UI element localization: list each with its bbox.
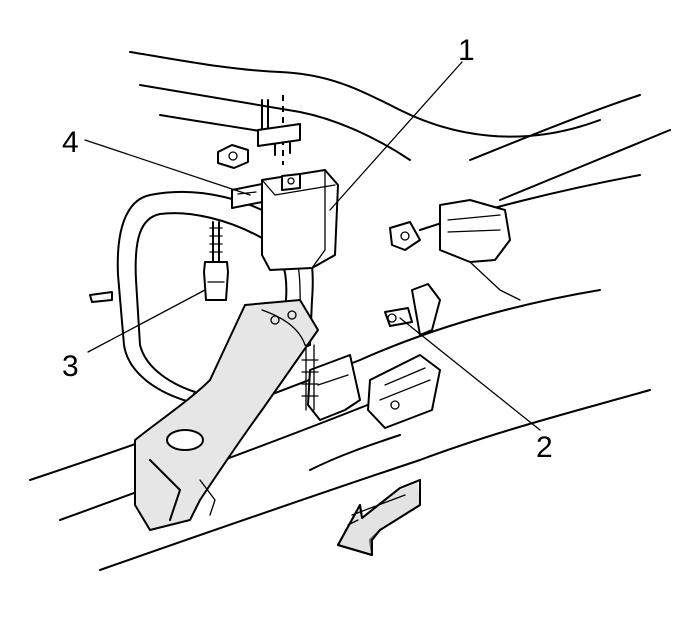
lower-stud [301,344,319,411]
callout-4: 4 [62,126,79,159]
bolt-item-3 [203,221,229,301]
arrow-icon [337,479,421,556]
mounting-arm [134,299,319,531]
leader-lines [84,61,541,431]
actuator-housing [307,354,441,429]
callout-3: 3 [62,350,79,383]
top-bolt [257,95,301,165]
callout-2: 2 [536,431,553,464]
callout-1: 1 [458,34,475,67]
mount-bracket [231,169,339,271]
clip-bracket [384,199,521,336]
nut [217,144,249,169]
